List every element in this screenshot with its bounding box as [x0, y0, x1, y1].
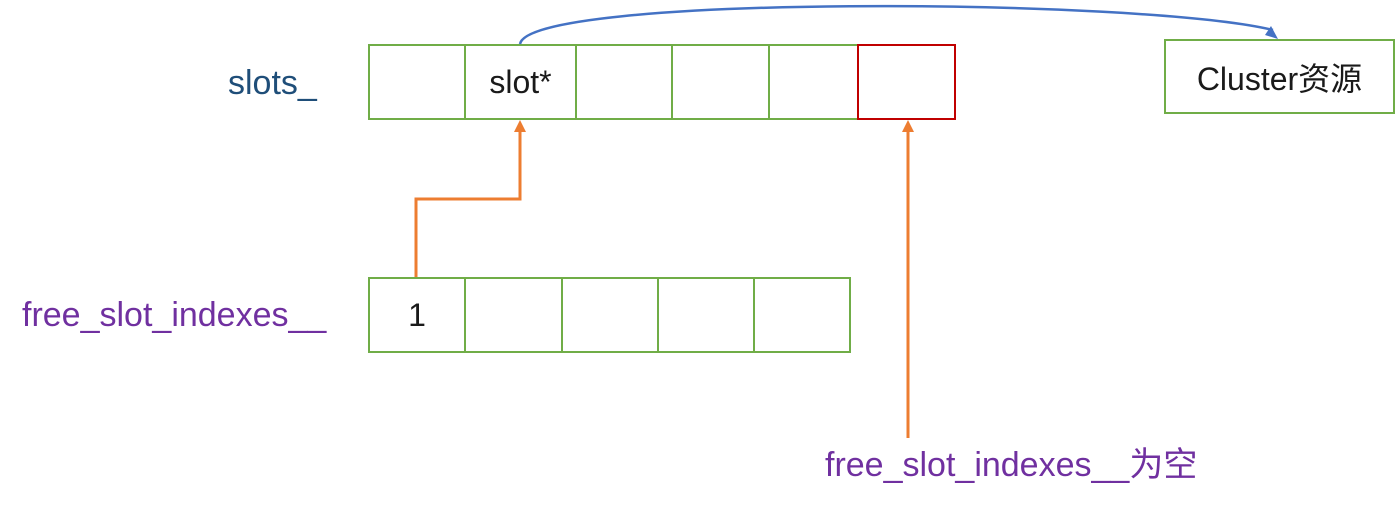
index-to-slot-arrow	[414, 130, 522, 277]
cluster-resource-box: Cluster资源	[1164, 39, 1395, 114]
slot-cell-empty	[857, 44, 956, 120]
slot-cell-occupied: slot*	[464, 44, 577, 120]
slot-to-cluster-arrowhead	[1265, 26, 1278, 39]
slots-array: slot*	[368, 44, 956, 120]
empty-to-slot-arrowhead	[902, 120, 914, 132]
index-to-slot-arrowhead	[514, 120, 526, 132]
free-slot-indexes-array: 1	[368, 277, 851, 353]
slot-to-cluster-arrow	[518, 4, 1274, 45]
free-slot-indexes-label: free_slot_indexes__	[22, 296, 327, 334]
empty-free-indexes-label: free_slot_indexes__为空	[825, 446, 1198, 484]
free-index-cell	[753, 277, 851, 353]
slots-label: slots_	[228, 64, 317, 102]
